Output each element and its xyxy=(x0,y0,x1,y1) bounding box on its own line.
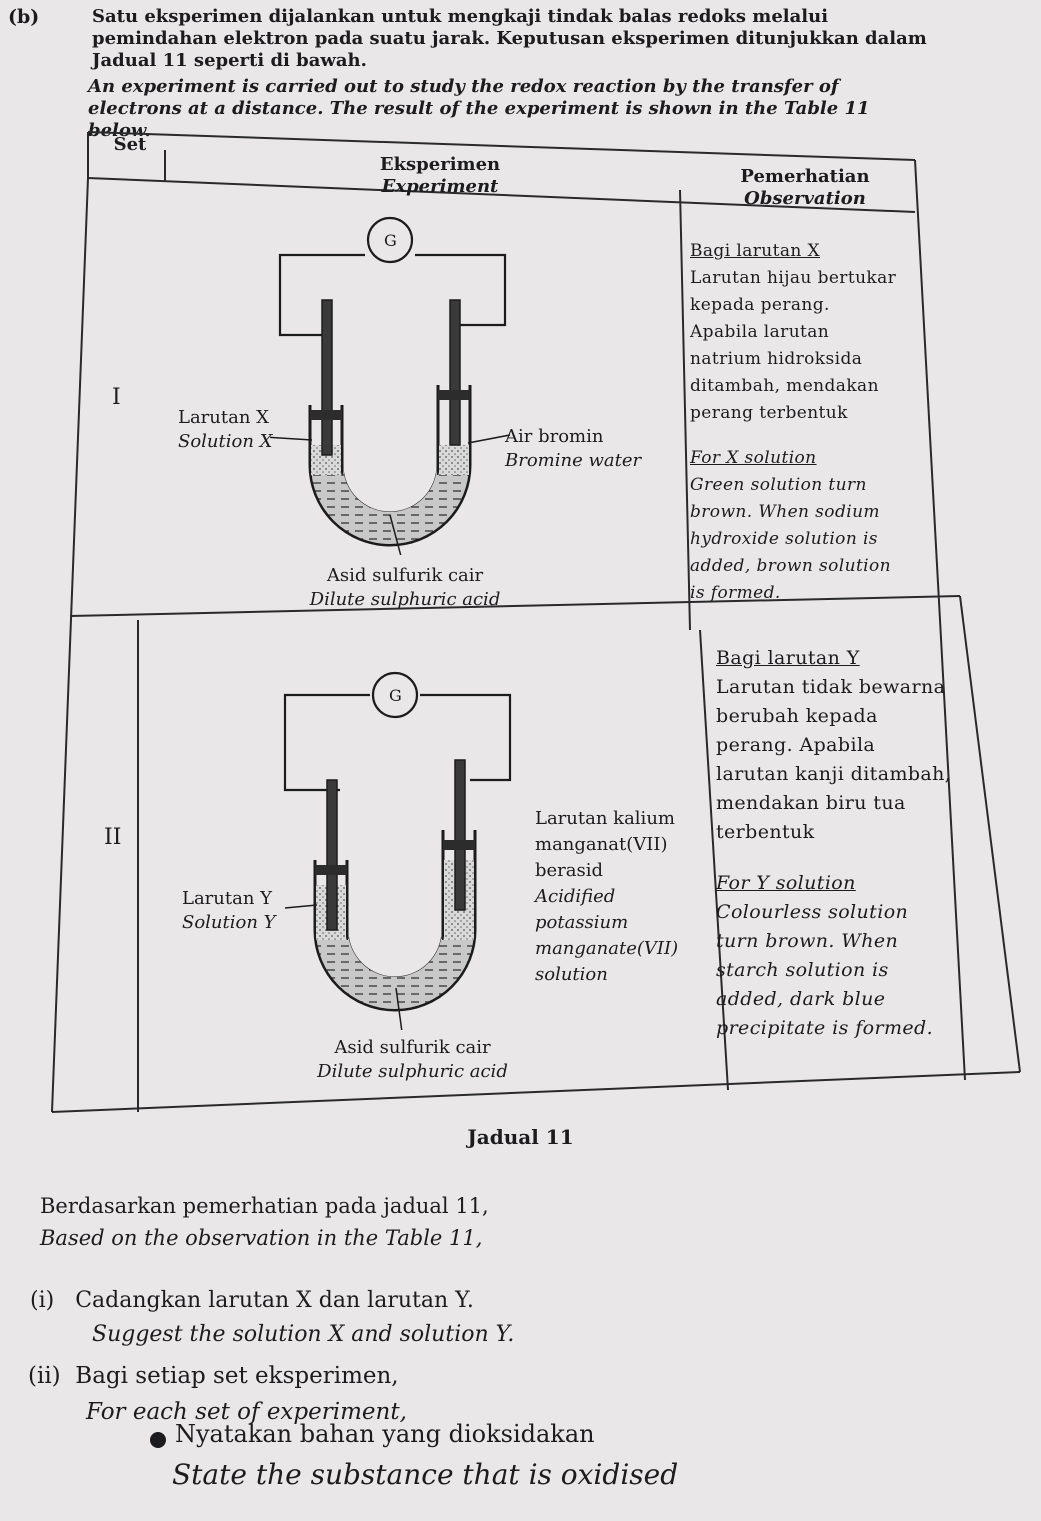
table-caption: Jadual 11 xyxy=(467,1125,574,1149)
header-experiment: Eksperimen Experiment xyxy=(330,154,550,198)
apparatus-diagram-1: G xyxy=(270,216,511,555)
obs-1-title-en: For X solution xyxy=(690,448,817,468)
bullet-text-ms: Nyatakan bahan yang dioksidakan xyxy=(175,1420,595,1448)
label-bromine-water: Air bromin Bromine water xyxy=(505,426,642,471)
apparatus-diagram-2: G xyxy=(283,671,512,1030)
galvanometer-label-1: G xyxy=(384,231,397,250)
header-experiment-en: Experiment xyxy=(381,176,499,197)
label-solution-y: Larutan Y Solution Y xyxy=(182,888,276,933)
header-experiment-ms: Eksperimen xyxy=(379,154,501,175)
label-dilute-acid-1: Asid sulfurik cair Dilute sulphuric acid xyxy=(309,565,501,610)
bullet-text-en: State the substance that is oxidised xyxy=(172,1458,679,1491)
galvanometer-label-2: G xyxy=(389,686,402,705)
obs-2-title-en: For Y solution xyxy=(716,872,856,894)
bullet-point xyxy=(150,1432,166,1448)
intro-english: An experiment is carried out to study th… xyxy=(88,76,870,141)
observation-2: Bagi larutan Y Larutan tidak bewarna ber… xyxy=(716,644,966,1043)
obs-2-title-ms: Bagi larutan Y xyxy=(716,647,860,669)
question-label: (b) xyxy=(8,6,40,28)
intro-malay: Satu eksperimen dijalankan untuk mengkaj… xyxy=(92,6,927,71)
subquestion-ii: (ii) Bagi setiap set eksperimen, For eac… xyxy=(28,1363,407,1425)
header-observation: Pemerhatian Observation xyxy=(690,166,920,210)
subquestion-i-number: (i) xyxy=(30,1288,55,1313)
subquestion-ii-number: (ii) xyxy=(28,1363,61,1389)
obs-1-title-ms: Bagi larutan X xyxy=(690,241,821,261)
observation-1: Bagi larutan X Larutan hijau bertukar ke… xyxy=(690,238,915,607)
header-set: Set xyxy=(113,134,147,155)
header-observation-en: Observation xyxy=(744,188,866,209)
label-potassium-manganate: Larutan kalium manganat(VII) berasid Aci… xyxy=(535,808,679,985)
label-solution-x: Larutan X Solution X xyxy=(178,407,273,452)
based-on-text: Berdasarkan pemerhatian pada jadual 11, … xyxy=(40,1194,489,1250)
set-number-2: II xyxy=(104,825,122,850)
set-number-1: I xyxy=(112,385,121,410)
subquestion-i: (i) Cadangkan larutan X dan larutan Y. S… xyxy=(30,1288,515,1347)
label-dilute-acid-2: Asid sulfurik cair Dilute sulphuric acid xyxy=(317,1037,508,1082)
header-observation-ms: Pemerhatian xyxy=(740,166,870,187)
